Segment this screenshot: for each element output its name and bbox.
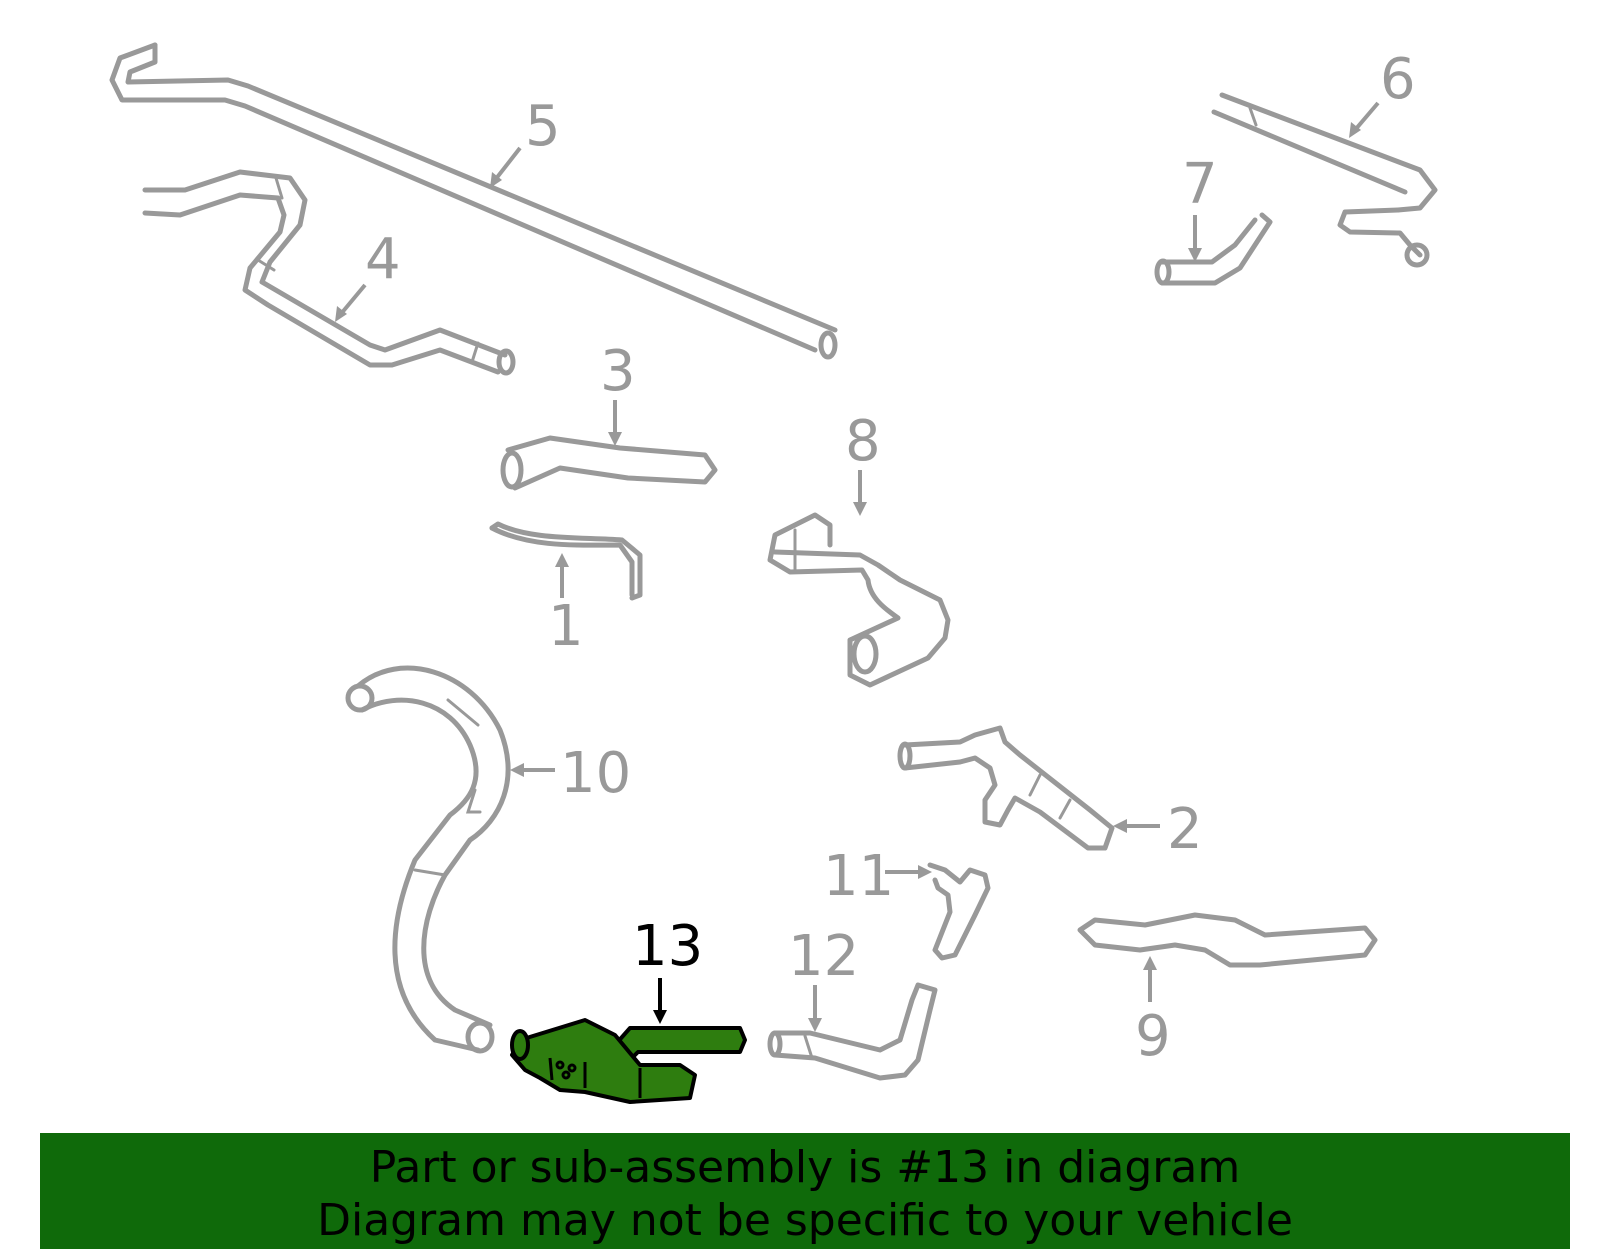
part-7-hose[interactable] — [1154, 212, 1273, 286]
part-5-hose[interactable] — [109, 42, 838, 360]
label-4: 4 — [365, 227, 401, 292]
label-7: 7 — [1182, 152, 1218, 217]
part-4-hose[interactable] — [142, 169, 516, 376]
part-9-hose[interactable] — [1077, 912, 1378, 968]
part-10-hose[interactable] — [345, 665, 511, 1054]
label-6: 6 — [1380, 47, 1416, 112]
label-2: 2 — [1167, 797, 1203, 862]
part-2-connector[interactable] — [897, 725, 1115, 851]
label-3: 3 — [600, 339, 636, 404]
part-8-hose[interactable] — [767, 512, 951, 688]
label-13: 13 — [632, 914, 703, 979]
label-12: 12 — [788, 924, 859, 989]
part-6-hose[interactable] — [1211, 92, 1438, 268]
label-9: 9 — [1135, 1004, 1171, 1069]
info-banner: Part or sub-assembly is #13 in diagram D… — [40, 1133, 1570, 1249]
banner-line-2: Diagram may not be specific to your vehi… — [317, 1195, 1293, 1246]
part-12-hose[interactable] — [767, 982, 938, 1081]
banner-line-1: Part or sub-assembly is #13 in diagram — [369, 1142, 1241, 1193]
label-11: 11 — [823, 844, 894, 909]
part-3-hose[interactable] — [500, 435, 718, 491]
label-5: 5 — [525, 94, 561, 159]
part-11-clip[interactable] — [927, 862, 991, 961]
part-13-highlighted[interactable] — [510, 1018, 747, 1104]
part-1-hose[interactable] — [489, 521, 643, 601]
label-1: 1 — [548, 594, 584, 659]
label-arrows — [335, 101, 1380, 1032]
label-10: 10 — [560, 741, 631, 806]
label-8: 8 — [845, 409, 881, 474]
